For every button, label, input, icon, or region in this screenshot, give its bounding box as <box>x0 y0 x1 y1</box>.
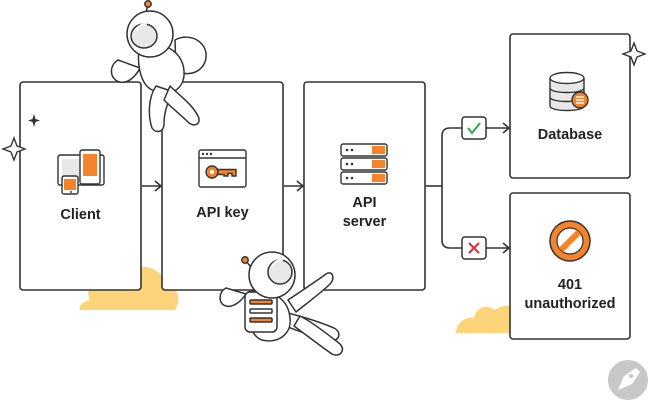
pen-nib-logo-icon <box>608 360 648 400</box>
sparkle-small-icon <box>28 114 40 127</box>
unauthorized-label-line2: unauthorized <box>524 296 616 312</box>
unauthorized-label: 401 unauthorized <box>510 276 630 314</box>
api-key-label: API key <box>196 205 249 221</box>
database-label: Database <box>537 127 603 143</box>
astronaut-top-illustration <box>110 0 207 133</box>
connector-server-branches <box>426 122 511 254</box>
astronaut-bottom-illustration <box>219 251 344 356</box>
database-icon <box>549 71 589 112</box>
connector-api-key-to-api-server <box>284 180 305 192</box>
api-server-label-line2: server <box>342 214 387 230</box>
api-server-box <box>303 81 426 291</box>
sparkle-top-right-icon <box>621 41 647 67</box>
unauthorized-box <box>509 192 631 340</box>
unauthorized-label-line1: 401 <box>557 277 583 293</box>
connector-client-to-api-key <box>142 180 163 192</box>
forbidden-icon <box>549 220 591 262</box>
client-label: Client <box>60 207 101 223</box>
sparkle-icon <box>1 136 27 162</box>
key-browser-icon <box>198 149 247 188</box>
client-box <box>19 81 142 291</box>
success-check-icon <box>461 116 487 140</box>
devices-icon <box>57 149 105 195</box>
server-rack-icon <box>340 143 388 185</box>
api-server-label: API server <box>304 194 425 232</box>
failure-cross-icon <box>461 236 487 260</box>
api-server-label-line1: API <box>352 195 377 211</box>
